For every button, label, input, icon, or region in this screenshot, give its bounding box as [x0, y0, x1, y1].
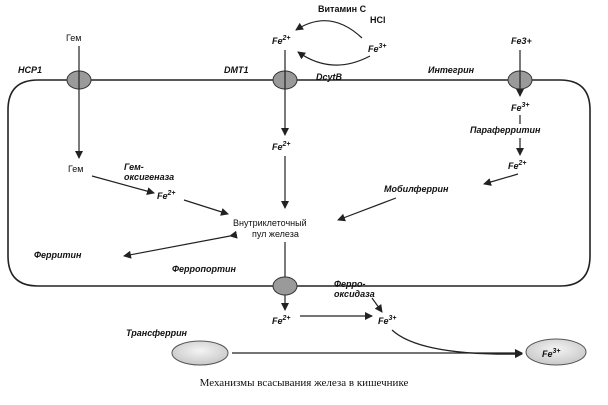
fe3-transferrin-label: Fe3+ [542, 348, 561, 359]
hcl-label: HCl [370, 15, 386, 25]
ferritin-label: Ферритин [34, 250, 82, 260]
ferroportin-label: Ферропортин [172, 264, 237, 274]
fe3-integrin-top-label: Fe3+ [511, 36, 533, 46]
ferroportin-transporter [272, 276, 298, 296]
dcytb-label: DcytB [316, 72, 343, 82]
transferrin-label: Трансферрин [126, 328, 188, 338]
ferritin-exchange-arrow [123, 230, 238, 259]
fe2-right-label: Fe2+ [508, 160, 527, 171]
hcp1-label: HCP1 [18, 65, 42, 75]
fe3-bottom-label: Fe3+ [378, 315, 397, 326]
mobilferrin-to-pool-arrow [337, 197, 397, 222]
heme-inner-label: Гем [68, 164, 83, 174]
heme-top-label: Гем [66, 33, 81, 43]
iron-pool-label-1: Внутриклеточный [233, 218, 307, 228]
fe3-integrin-mid-label: Fe3+ [511, 102, 530, 113]
mobilferrin-label: Мобилферрин [384, 184, 449, 194]
fe3-to-transferrin-arrow [391, 329, 523, 359]
ferroxidase-label-1: Ферро- [334, 279, 366, 289]
fe2-to-mobilferrin-arrow [483, 173, 519, 186]
iron-pool-label-2: пул железа [252, 229, 299, 239]
figure-caption: Механизмы всасывания железа в кишечнике [200, 377, 409, 389]
fe2-bottom-label: Fe2+ [272, 315, 291, 326]
fe2-heme-label: Fe2+ [157, 190, 176, 201]
paraferritin-label: Параферритин [470, 125, 541, 135]
reduction-arc-lower [297, 51, 371, 66]
reduction-arc-upper [295, 20, 363, 39]
ferroxidase-label-2: оксидаза [334, 289, 375, 299]
heme-to-fe2-arrow [91, 175, 155, 196]
cell-membrane [7, 79, 591, 287]
dmt1-label: DMT1 [224, 65, 249, 75]
ferroxidase-to-reaction-arrow [371, 297, 383, 313]
transferrin-oval [171, 340, 229, 366]
transferrin-fe3-oval [525, 338, 587, 366]
fe2-mid-label: Fe2+ [272, 141, 291, 152]
vitamin-c-label: Витамин С [318, 4, 367, 14]
heme-oxygenase-label-2: оксигеназа [124, 172, 174, 182]
heme-oxygenase-label-1: Гем- [124, 162, 144, 172]
integrin-label: Интегрин [428, 65, 475, 75]
fe2-top-label: Fe2+ [272, 35, 291, 46]
fe2-heme-to-pool-arrow [183, 199, 229, 216]
fe3-top-label: Fe3+ [368, 43, 387, 54]
